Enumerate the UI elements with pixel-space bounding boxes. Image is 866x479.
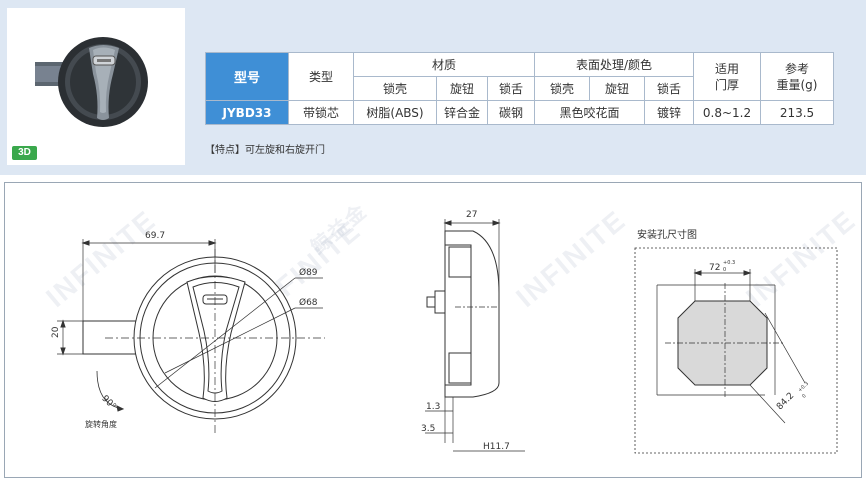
model-header: 型号: [205, 52, 289, 101]
cutout-view: [634, 247, 838, 454]
surface-shell-knob-value: 黑色咬花面: [534, 100, 645, 125]
door-thickness-header: 适用 门厚: [693, 52, 761, 101]
product-info-panel: 3D 型号 类型 材质 表面处理/颜色 适用 门厚 参考 重量(g) 锁壳 旋钮…: [0, 0, 866, 175]
technical-drawing-panel: INFINITE INFINITE INFINITE INFINITE 鲸益金: [4, 182, 862, 478]
surface-col-shell: 锁壳: [534, 76, 590, 101]
weight-header-line2: 重量(g): [776, 77, 818, 92]
material-col-tongue: 锁舌: [487, 76, 535, 101]
dim-72-tol-upper: +0.3: [723, 260, 735, 266]
material-col-shell: 锁壳: [353, 76, 437, 101]
table-row: JYBD33 带锁芯 树脂(ABS) 锌合金 碳钢 黑色咬花面 镀锌 0.8~1…: [205, 100, 834, 125]
surface-tongue-value: 镀锌: [644, 100, 694, 125]
dim-1-3-label: 1.3: [426, 402, 440, 412]
product-photo: [7, 8, 185, 165]
door-header-line1: 适用: [714, 61, 739, 76]
dim-3-5-label: 3.5: [421, 424, 435, 434]
weight-header-line1: 参考: [784, 61, 809, 76]
material-knob-value: 锌合金: [436, 100, 488, 125]
material-tongue-value: 碳钢: [487, 100, 535, 125]
dim-tongue-height-label: 20: [51, 326, 61, 338]
drawing-svg: 69.7 Ø89 Ø68 20 90° 旋转角度 27: [51, 210, 838, 454]
surface-header: 表面处理/颜色: [534, 52, 694, 77]
material-header: 材质: [353, 52, 535, 77]
type-value: 带锁芯: [288, 100, 354, 125]
weight-value: 213.5: [760, 100, 834, 125]
dim-outer-dia-label: Ø89: [299, 267, 318, 278]
material-col-knob: 旋钮: [436, 76, 488, 101]
dim-84-2-tol-lower: 0: [801, 393, 807, 399]
spec-table: 型号 类型 材质 表面处理/颜色 适用 门厚 参考 重量(g) 锁壳 旋钮 锁舌…: [205, 52, 834, 125]
surface-col-tongue: 锁舌: [644, 76, 694, 101]
door-header-line2: 门厚: [714, 77, 739, 92]
lock-photo-image: [35, 37, 148, 127]
weight-header: 参考 重量(g): [760, 52, 834, 101]
side-view-labels: 27 1.3 3.5 H11.7: [421, 210, 510, 452]
dim-width-label: 69.7: [145, 231, 165, 241]
feature-note: 【特点】可左旋和右旋开门: [205, 145, 325, 156]
front-view: [57, 239, 325, 433]
model-value[interactable]: JYBD33: [205, 100, 289, 125]
dim-depth-label: 27: [466, 210, 477, 220]
angle-label: 90°: [99, 394, 117, 412]
dim-72-tol-lower: 0: [723, 267, 726, 273]
dim-height-label: H11.7: [483, 442, 510, 452]
material-shell-value: 树脂(ABS): [353, 100, 437, 125]
rotation-angle-caption: 旋转角度: [85, 419, 117, 429]
dim-84-2-tol-upper: +0.3: [797, 381, 810, 394]
dim-84-2-label: 84.2: [775, 391, 796, 412]
side-view: [425, 219, 525, 452]
dim-inner-dia-label: Ø68: [299, 297, 318, 308]
dim-72-label: 72: [709, 263, 720, 273]
cutout-title: 安装孔尺寸图: [637, 228, 697, 241]
door-thickness-value: 0.8~1.2: [693, 100, 761, 125]
type-header: 类型: [288, 52, 354, 101]
3d-badge[interactable]: 3D: [12, 146, 37, 160]
surface-col-knob: 旋钮: [589, 76, 645, 101]
